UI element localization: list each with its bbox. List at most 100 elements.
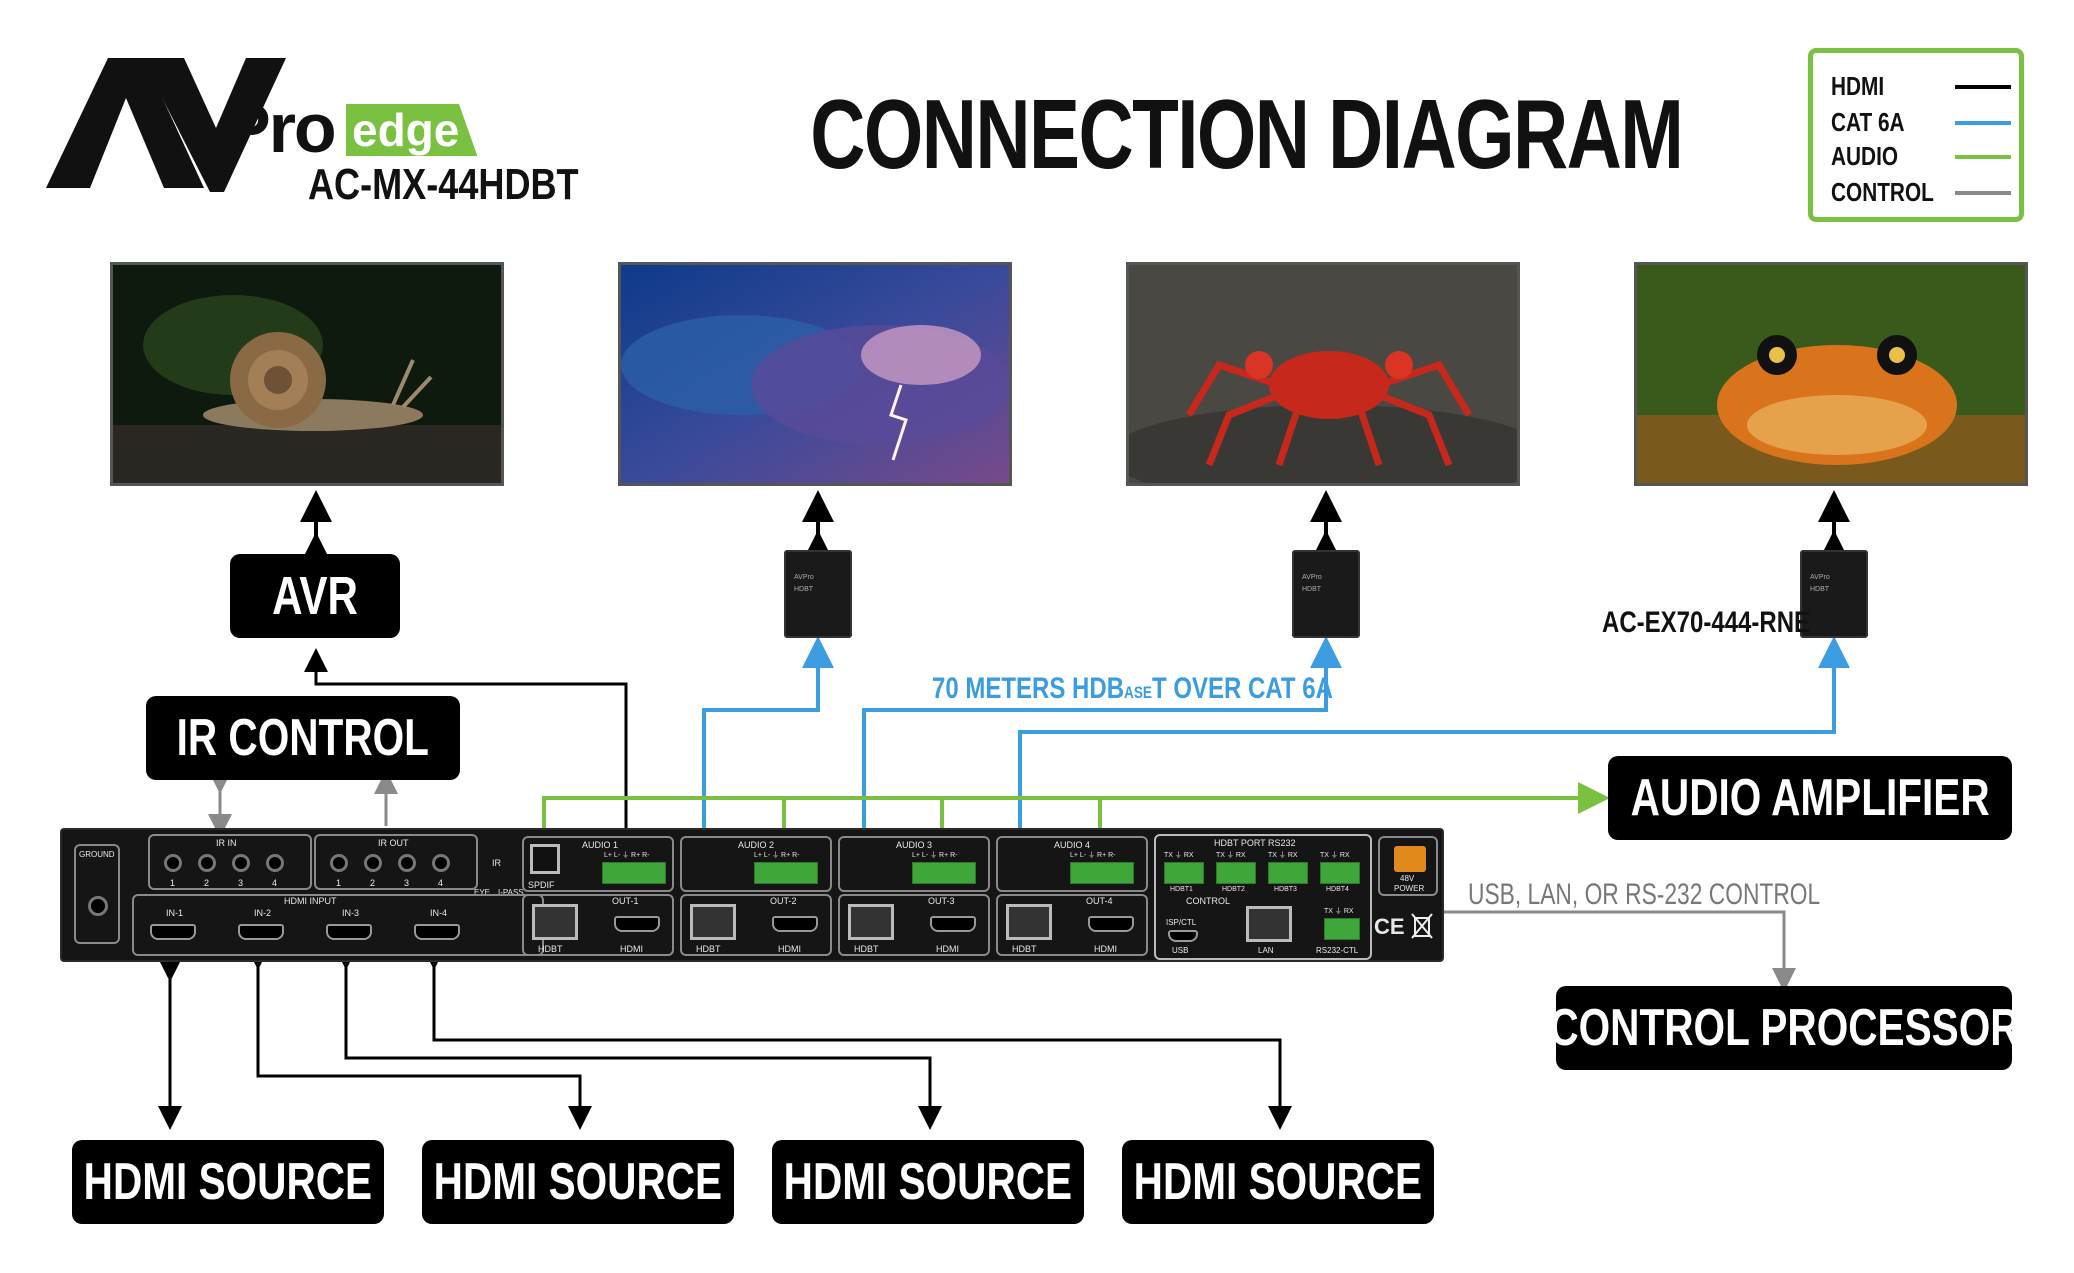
audio-terminal[interactable] — [1070, 862, 1134, 884]
eye-label: EYE — [474, 888, 491, 897]
hdbt-port[interactable] — [690, 904, 736, 940]
hdbt-port[interactable] — [848, 904, 894, 940]
ir-out-jack[interactable] — [330, 854, 348, 872]
ground-terminal: GROUND — [74, 844, 120, 944]
legend-swatch-audio — [1955, 155, 2011, 159]
hdmi-source-3: HDMI SOURCE — [772, 1140, 1084, 1224]
hdbaset-note: 70 METERS HDBASET OVER CAT 6A — [932, 672, 1333, 706]
hdmi-input-port[interactable] — [326, 924, 372, 940]
legend-swatch-cat6a — [1955, 121, 2011, 125]
legend-label: HDMI — [1831, 71, 1885, 101]
hdbt-label: HDBT — [538, 944, 563, 954]
hdmi-output-port[interactable] — [772, 916, 818, 932]
ir-out-group: IR OUT 1 2 3 4 — [314, 834, 478, 890]
legend-swatch-control — [1955, 191, 2011, 195]
control-note: USB, LAN, OR RS-232 CONTROL — [1468, 878, 1821, 911]
usb-port[interactable] — [1168, 930, 1198, 942]
output-3-group: OUT-3 HDBT HDMI — [838, 894, 990, 956]
brand-logo: AV Pro edge — [46, 58, 566, 208]
audio-terminal[interactable] — [912, 862, 976, 884]
frog-image — [1637, 265, 2025, 483]
hdmi-input-port[interactable] — [150, 924, 196, 940]
ir-in-number: 4 — [272, 878, 278, 888]
rs232-terminal[interactable] — [1216, 862, 1256, 884]
ir-in-jack[interactable] — [164, 854, 182, 872]
hdmi-input-port[interactable] — [414, 924, 460, 940]
lan-label: LAN — [1258, 946, 1274, 955]
legend-item-cat6a: CAT 6A — [1831, 107, 2021, 141]
spdif-label: SPDIF — [528, 880, 555, 890]
power-connector[interactable] — [1394, 846, 1426, 872]
output-2-group: OUT-2 HDBT HDMI — [680, 894, 832, 956]
display-1 — [110, 262, 504, 486]
hdmi-source-1: HDMI SOURCE — [72, 1140, 384, 1224]
hdmi-input-port[interactable] — [238, 924, 284, 940]
weee-bin-icon — [1411, 913, 1433, 939]
hdmi-label: HDMI — [936, 944, 959, 954]
output-label: OUT-3 — [928, 896, 955, 906]
spdif-port[interactable] — [530, 844, 560, 874]
brand-pro-text: Pro — [224, 89, 337, 167]
ir-control-label: IR CONTROL — [176, 709, 430, 767]
hdbaset-note-c: T OVER CAT 6A — [1152, 672, 1333, 705]
legend-swatch-hdmi — [1955, 85, 2011, 89]
hdbt-label: HDBT — [696, 944, 721, 954]
receiver-face-hdbt: HDBT — [1302, 586, 1322, 593]
ir-out-number: 3 — [404, 878, 410, 888]
receiver-face-brand: AVPro — [1302, 574, 1322, 581]
rs232-terminal[interactable] — [1268, 862, 1308, 884]
avpro-logo-mark — [46, 58, 286, 192]
audio-output-label: AUDIO 1 — [582, 840, 619, 850]
input-label: IN-4 — [430, 908, 448, 918]
hdmi-source-4: HDMI SOURCE — [1122, 1140, 1434, 1224]
rs232-terminal[interactable] — [1320, 862, 1360, 884]
ir-out-label: IR OUT — [378, 838, 409, 848]
ir-in-jack[interactable] — [266, 854, 284, 872]
rs232-terminal[interactable] — [1164, 862, 1204, 884]
crab-image — [1129, 265, 1517, 483]
ir-in-jack[interactable] — [198, 854, 216, 872]
power-label: POWER — [1394, 884, 1425, 893]
audio-output-label: AUDIO 2 — [738, 840, 775, 850]
control-processor-label: CONTROL PROCESSOR — [1548, 999, 2020, 1057]
model-number: AC-MX-44HDBT — [308, 160, 579, 209]
ce-mark: CE — [1374, 914, 1405, 939]
audio-3-group: AUDIO 3 L+ L- ⏚ R+ R- — [838, 836, 990, 892]
hdbt-port[interactable] — [1006, 904, 1052, 940]
legend-label: AUDIO — [1831, 141, 1899, 171]
ir-out-jack[interactable] — [432, 854, 450, 872]
display-feed-lines — [300, 490, 1850, 564]
legend-item-audio: AUDIO — [1831, 141, 2021, 175]
ground-screw[interactable] — [88, 896, 108, 916]
hdbt-port[interactable] — [532, 904, 578, 940]
ir-out-jack[interactable] — [364, 854, 382, 872]
audio-output-label: AUDIO 3 — [896, 840, 933, 850]
hdbaset-note-b: ASE — [1124, 683, 1153, 702]
audio-amplifier-box: AUDIO AMPLIFIER — [1608, 756, 2012, 840]
ir-in-number: 3 — [238, 878, 244, 888]
audio-terminal[interactable] — [602, 862, 666, 884]
hdbt-label: HDBT — [854, 944, 879, 954]
hdmi-source-label: HDMI SOURCE — [433, 1153, 723, 1211]
hdbt-port-label: HDBT1 — [1170, 886, 1193, 893]
hdmi-output-port[interactable] — [1088, 916, 1134, 932]
hdmi-source-label: HDMI SOURCE — [783, 1153, 1073, 1211]
receiver-model-label: AC-EX70-444-RNE — [1602, 606, 1811, 639]
hdbt-port-label: HDBT3 — [1274, 886, 1297, 893]
lan-port[interactable] — [1246, 906, 1292, 942]
hdmi-output-port[interactable] — [614, 916, 660, 932]
input-label: IN-2 — [254, 908, 272, 918]
receiver-face-brand: AVPro — [794, 574, 814, 581]
isp-ctl-label: ISP/CTL — [1166, 918, 1197, 927]
storm-image — [621, 265, 1009, 483]
output-label: OUT-2 — [770, 896, 797, 906]
hdbt-port-label: HDBT2 — [1222, 886, 1245, 893]
ir-out-jack[interactable] — [398, 854, 416, 872]
ir-in-jack[interactable] — [232, 854, 250, 872]
audio-terminal[interactable] — [754, 862, 818, 884]
output-1-group: OUT-1 HDBT HDMI — [522, 894, 674, 956]
hdmi-output-port[interactable] — [930, 916, 976, 932]
display-2 — [618, 262, 1012, 486]
rs232-ctl-terminal[interactable] — [1324, 918, 1360, 940]
audio-pin-label: L+ L- ⏚ R+ R- — [1070, 852, 1116, 859]
